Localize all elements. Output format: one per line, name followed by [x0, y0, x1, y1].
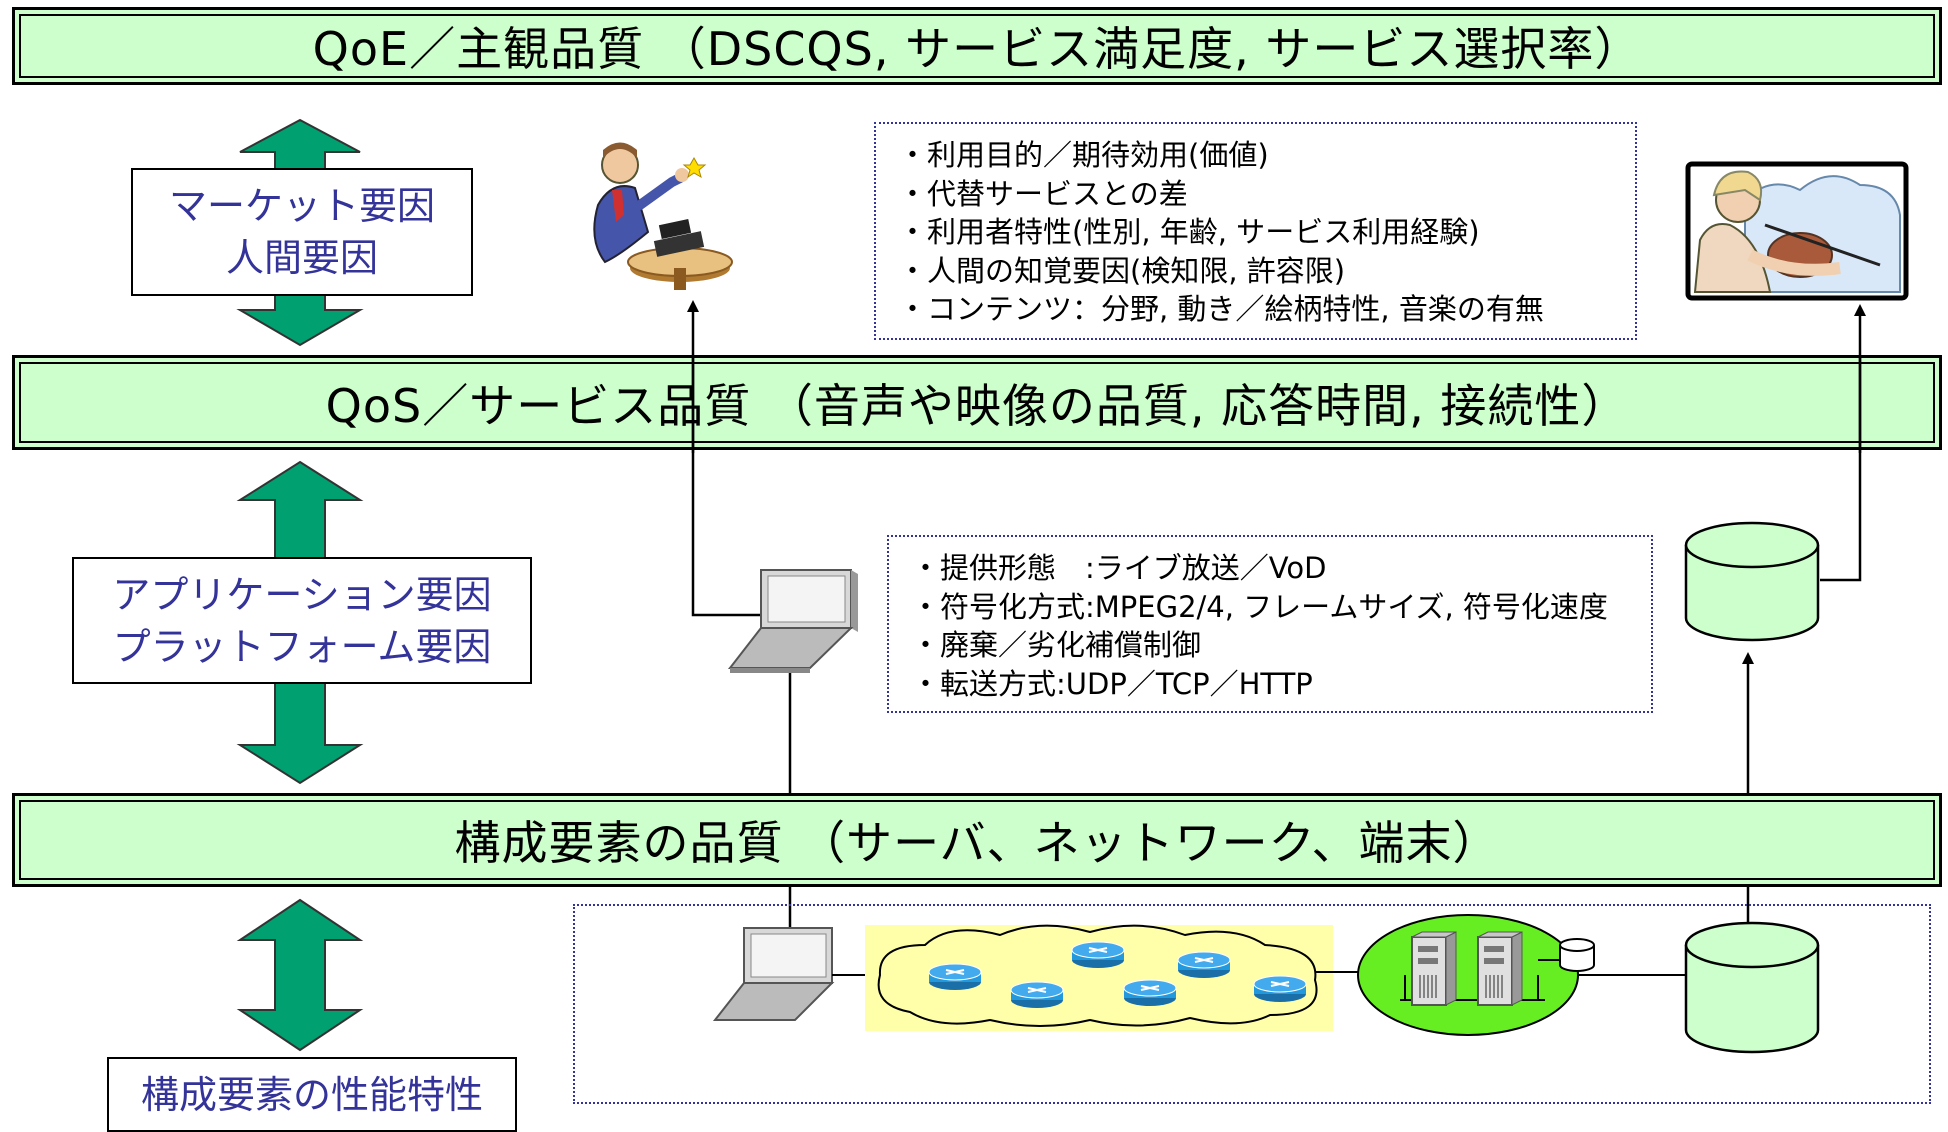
- service-factors-box: ・提供形態 :ライブ放送／VoD ・符号化方式:MPEG2/4, フレームサイズ…: [887, 535, 1653, 713]
- list-item: ・利用者特性(性別, 年齢, サービス利用経験): [898, 215, 1480, 249]
- list-item: ・提供形態 :ライブ放送／VoD: [911, 551, 1327, 585]
- list-item: ・転送方式:UDP／TCP／HTTP: [911, 666, 1313, 701]
- laptop-icon: [727, 569, 858, 673]
- router-icon: [1123, 979, 1177, 1006]
- list-item: ・廃棄／劣化補償制御: [911, 628, 1202, 662]
- violinist-clipart-icon: [1685, 161, 1909, 301]
- application-factor-label: アプリケーション要因: [112, 572, 492, 617]
- user-factors-box: ・利用目的／期待効用(価値) ・代替サービスとの差 ・利用者特性(性別, 年齢,…: [874, 122, 1637, 340]
- businessman-clipart-icon: [593, 142, 733, 290]
- server-icon: [1477, 931, 1523, 1006]
- qos-layer-bar: QoS／サービス品質 （音声や映像の品質, 応答時間, 接続性）: [12, 355, 1942, 450]
- market-factor-box: マーケット要因 人間要因: [131, 168, 473, 296]
- component-layer-bar: 構成要素の品質 （サーバ、ネットワーク、端末）: [12, 793, 1942, 887]
- platform-factor-label: プラットフォーム要因: [112, 624, 492, 669]
- database-icon: [1559, 938, 1595, 972]
- human-factor-label: 人間要因: [225, 236, 378, 280]
- router-icon: [1071, 941, 1125, 968]
- double-arrow-component-performance: [236, 898, 364, 1052]
- list-item: ・代替サービスとの差: [898, 176, 1188, 211]
- list-item: ・利用目的／期待効用(価値): [898, 138, 1269, 172]
- network-components-frame: [573, 904, 1931, 1104]
- list-item: ・人間の知覚要因(検知限, 許容限): [898, 253, 1346, 288]
- laptop-icon: [712, 927, 835, 1021]
- router-icon: [928, 963, 982, 990]
- list-item: ・コンテンツ：分野, 動き／絵柄特性, 音楽の有無: [898, 292, 1544, 326]
- qos-layer-label: QoS／サービス品質 （音声や映像の品質, 応答時間, 接続性）: [325, 378, 1629, 433]
- router-icon: [1010, 981, 1064, 1008]
- database-icon: [1684, 521, 1820, 642]
- qoe-layer-label: QoE／主観品質 （DSCQS, サービス満足度, サービス選択率）: [312, 22, 1642, 76]
- component-layer-label: 構成要素の品質 （サーバ、ネットワーク、端末）: [454, 816, 1500, 870]
- router-icon: [1177, 951, 1231, 978]
- performance-factor-box: 構成要素の性能特性: [107, 1057, 517, 1132]
- server-icon: [1411, 931, 1457, 1006]
- database-icon: [1684, 921, 1820, 1054]
- application-factor-box: アプリケーション要因 プラットフォーム要因: [72, 557, 532, 684]
- market-factor-label: マーケット要因: [168, 184, 435, 228]
- performance-factor-label: 構成要素の性能特性: [140, 1072, 483, 1117]
- router-icon: [1253, 975, 1307, 1002]
- list-item: ・符号化方式:MPEG2/4, フレームサイズ, 符号化速度: [911, 589, 1608, 624]
- qoe-layer-bar: QoE／主観品質 （DSCQS, サービス満足度, サービス選択率）: [12, 7, 1942, 85]
